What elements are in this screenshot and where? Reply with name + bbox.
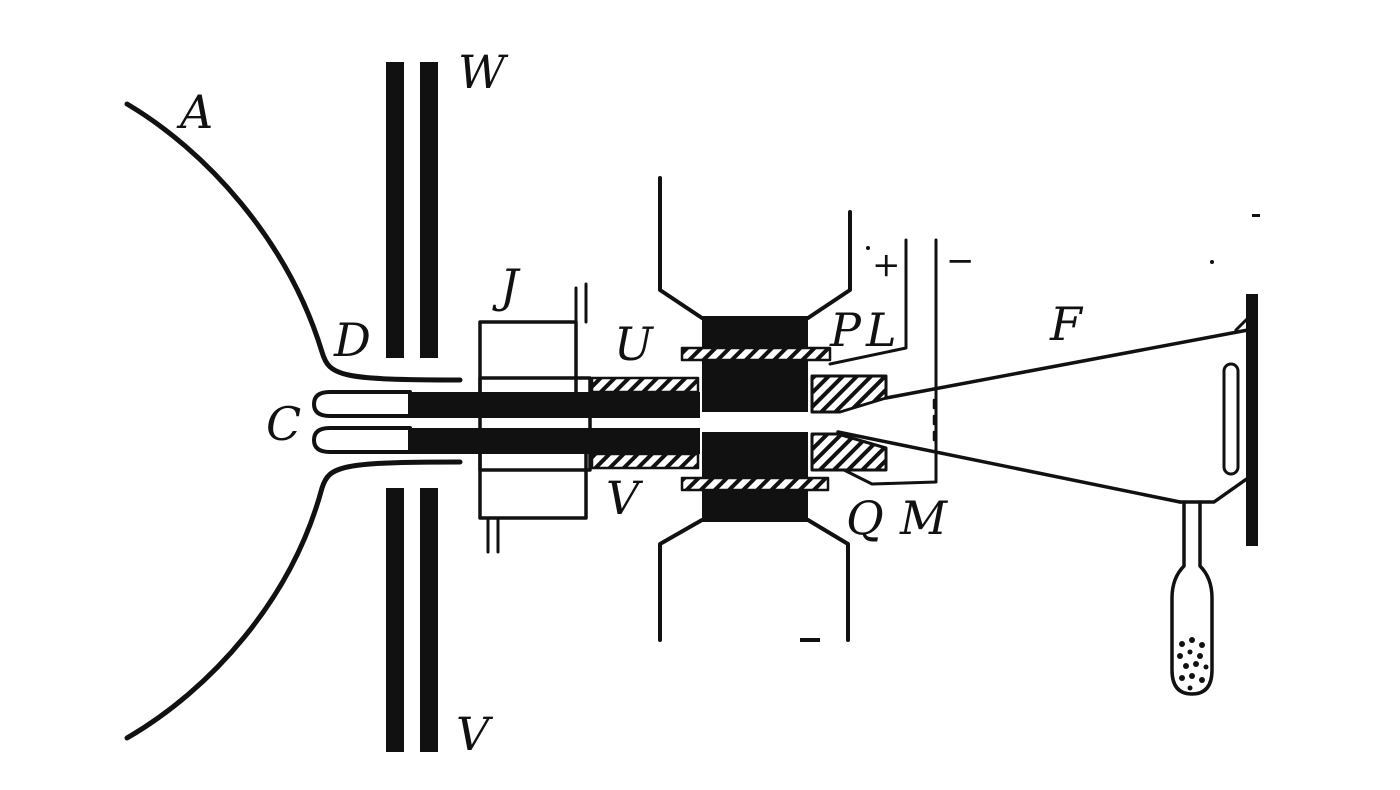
curved-wall-upper — [124, 101, 463, 383]
curved-wall-lower — [124, 459, 463, 741]
label-v-mid: V — [606, 471, 644, 525]
electrode-upper — [810, 374, 888, 414]
pole-piece-p — [702, 316, 808, 412]
tube-lower — [312, 426, 412, 454]
label-m: M — [899, 491, 949, 545]
label-plus: + — [872, 245, 901, 285]
lead-m — [842, 238, 938, 486]
hatched-collar-u — [590, 376, 700, 394]
jacket-block — [478, 376, 592, 472]
wall-plate-upper-right — [420, 62, 438, 358]
label-p: P — [829, 303, 862, 357]
lead-l — [828, 238, 908, 366]
electrode-lower — [810, 432, 888, 472]
label-f: F — [1049, 297, 1084, 351]
jacket-j — [478, 320, 588, 520]
hatched-collar-v — [590, 452, 700, 470]
label-c: C — [266, 397, 301, 451]
core-rod-lower — [408, 428, 700, 454]
label-j: J — [492, 259, 521, 313]
label-w: W — [458, 45, 509, 99]
side-tube — [1170, 500, 1214, 696]
cone-upper-edge — [884, 328, 1250, 400]
label-v-bottom: V — [456, 707, 494, 761]
cone-bottom-joint — [1178, 476, 1250, 504]
label-l: L — [865, 303, 897, 357]
label-minus: − — [946, 241, 975, 281]
tube-upper — [312, 390, 412, 418]
hatched-plate-q — [680, 476, 830, 492]
label-q: Q — [846, 491, 884, 545]
magnet-frame-left-bottom — [658, 518, 704, 642]
screen-window — [1222, 362, 1240, 476]
screen-plate — [1246, 294, 1258, 546]
magnet-frame-right-top — [806, 210, 852, 320]
print-specks — [800, 214, 1260, 642]
cone-lower-edge — [836, 430, 1182, 504]
label-d: D — [333, 313, 371, 367]
magnet-frame-left-top — [658, 176, 704, 320]
hatched-plate-p — [680, 346, 832, 362]
core-rod-upper — [408, 392, 700, 418]
wall-plate-lower-right — [420, 488, 438, 752]
label-a: A — [176, 85, 213, 139]
labels: A W V D C J U V P L + − F Q M — [176, 45, 1084, 761]
magnet-frame-right-bottom — [806, 518, 850, 642]
wall-plate-lower-left — [386, 488, 404, 752]
wall-plate-upper-left — [386, 62, 404, 358]
label-u: U — [614, 317, 655, 371]
granules — [1177, 637, 1209, 691]
